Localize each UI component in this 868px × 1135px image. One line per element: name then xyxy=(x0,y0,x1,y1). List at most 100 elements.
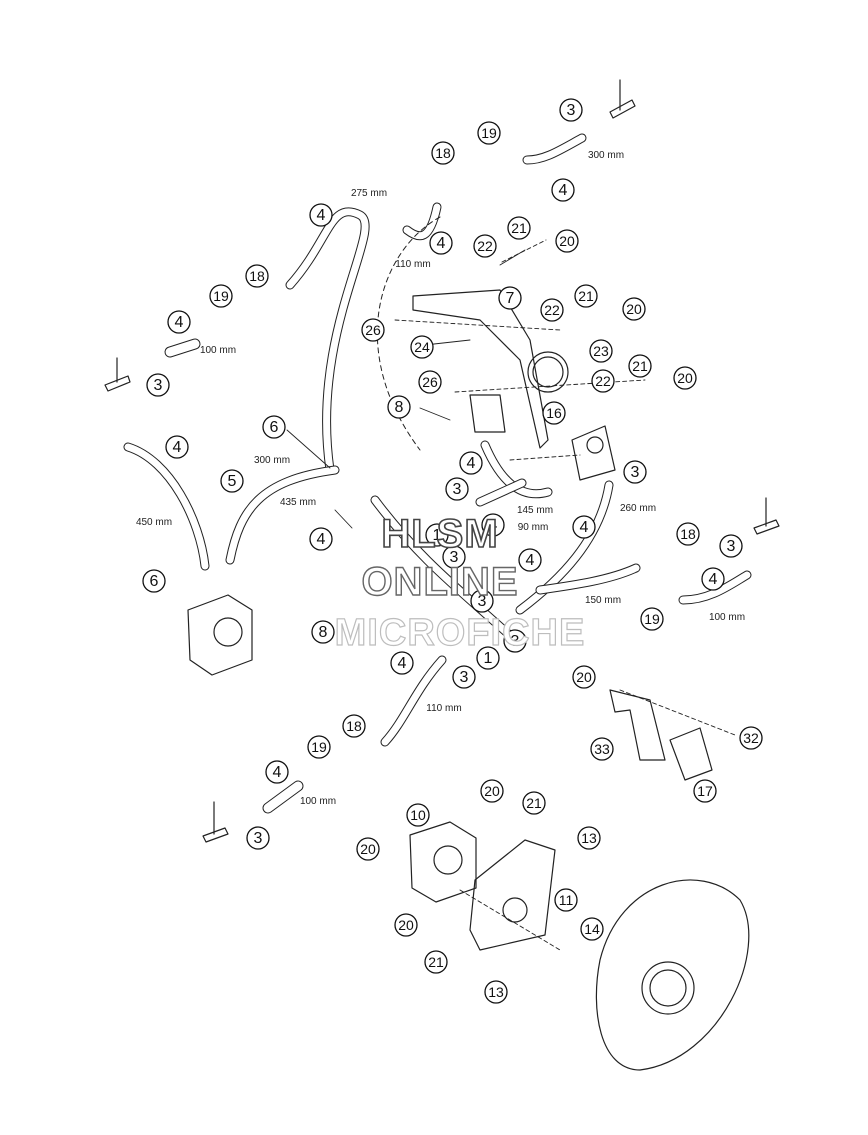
part-callout: 6 xyxy=(262,415,286,439)
callout-circle xyxy=(676,522,700,546)
part-callout: 4 xyxy=(459,451,483,475)
part-callout: 22 xyxy=(591,369,615,393)
callout-number: 19 xyxy=(481,125,497,141)
part-callout: 4 xyxy=(167,310,191,334)
callout-circle xyxy=(445,477,469,501)
part-callout: 19 xyxy=(477,121,501,145)
callout-number: 4 xyxy=(489,517,498,534)
callout-circle xyxy=(498,286,522,310)
callout-number: 20 xyxy=(398,917,414,933)
part-callout: 14 xyxy=(580,917,604,941)
part-callout: 4 xyxy=(390,651,414,675)
callout-circle xyxy=(476,646,500,670)
callout-circle xyxy=(577,826,601,850)
callout-circle xyxy=(503,629,527,653)
callout-circle xyxy=(425,523,449,547)
callout-circle xyxy=(591,369,615,393)
callout-number: 5 xyxy=(228,473,237,490)
part-callout: 22 xyxy=(473,234,497,258)
part-callout: 21 xyxy=(628,354,652,378)
callout-number: 33 xyxy=(594,741,610,757)
part-callout: 8 xyxy=(387,395,411,419)
callout-number: 3 xyxy=(631,464,640,481)
part-callout: 20 xyxy=(622,297,646,321)
callout-circle xyxy=(146,373,170,397)
callout-number: 8 xyxy=(319,624,328,641)
callout-circle xyxy=(507,216,531,240)
part-callout: 16 xyxy=(542,401,566,425)
callout-number: 4 xyxy=(437,235,446,252)
callout-circle xyxy=(265,760,289,784)
callout-number: 4 xyxy=(398,655,407,672)
callout-circle xyxy=(518,548,542,572)
callout-number: 24 xyxy=(414,339,430,355)
callout-number: 20 xyxy=(576,669,592,685)
part-callout: 3 xyxy=(445,477,469,501)
callout-number: 20 xyxy=(484,783,500,799)
part-callout: 20 xyxy=(356,837,380,861)
callout-number: 22 xyxy=(544,302,560,318)
hose-length-label: 450 mm xyxy=(136,517,172,528)
hose-length-label: 275 mm xyxy=(351,188,387,199)
callout-number: 13 xyxy=(581,830,597,846)
part-callout: 4 xyxy=(518,548,542,572)
callout-circle xyxy=(590,737,614,761)
callout-number: 13 xyxy=(488,984,504,1000)
callout-number: 3 xyxy=(511,633,520,650)
part-callout: 4 xyxy=(265,760,289,784)
callout-circle xyxy=(309,527,333,551)
callout-number: 4 xyxy=(273,764,282,781)
callout-number: 3 xyxy=(453,481,462,498)
hose-length-label: 435 mm xyxy=(280,497,316,508)
part-callout: 23 xyxy=(589,339,613,363)
part-callout: 4 xyxy=(165,435,189,459)
callout-circle xyxy=(542,401,566,425)
callout-number: 3 xyxy=(727,538,736,555)
part-callout: 5 xyxy=(220,469,244,493)
part-callout: 3 xyxy=(246,826,270,850)
part-callout: 13 xyxy=(577,826,601,850)
part-callout: 18 xyxy=(676,522,700,546)
part-callout: 20 xyxy=(394,913,418,937)
callout-number: 10 xyxy=(410,807,426,823)
hose-length-label: 150 mm xyxy=(585,595,621,606)
part-callout: 3 xyxy=(623,460,647,484)
callout-number: 8 xyxy=(395,399,404,416)
callout-number: 21 xyxy=(428,954,444,970)
part-callout: 8 xyxy=(311,620,335,644)
callout-number: 26 xyxy=(365,322,381,338)
part-callout: 3 xyxy=(719,534,743,558)
part-callout: 21 xyxy=(574,284,598,308)
callout-number: 1 xyxy=(433,527,442,544)
callout-number: 22 xyxy=(595,373,611,389)
hose-length-label: 145 mm xyxy=(517,505,553,516)
callout-circle xyxy=(551,178,575,202)
part-callout: 21 xyxy=(424,950,448,974)
part-callout: 22 xyxy=(540,298,564,322)
callout-number: 18 xyxy=(680,526,696,542)
callout-circle xyxy=(429,231,453,255)
callout-circle xyxy=(245,264,269,288)
part-callout: 13 xyxy=(484,980,508,1004)
callout-number: 4 xyxy=(173,439,182,456)
callout-circle xyxy=(165,435,189,459)
callout-number: 18 xyxy=(346,718,362,734)
callout-circle xyxy=(424,950,448,974)
part-callout: 20 xyxy=(480,779,504,803)
callout-circle xyxy=(555,229,579,253)
callout-circle xyxy=(739,726,763,750)
hose-length-label: 110 mm xyxy=(426,703,461,714)
part-callout: 26 xyxy=(418,370,442,394)
callout-circle xyxy=(628,354,652,378)
part-callout: 1 xyxy=(425,523,449,547)
callout-circle xyxy=(309,203,333,227)
callout-number: 4 xyxy=(467,455,476,472)
callout-number: 16 xyxy=(546,405,562,421)
callout-circle xyxy=(220,469,244,493)
callout-number: 3 xyxy=(254,830,263,847)
callout-circle xyxy=(574,284,598,308)
callout-circle xyxy=(623,460,647,484)
callout-circle xyxy=(559,98,583,122)
callout-number: 21 xyxy=(578,288,594,304)
hose-length-label: 90 mm xyxy=(518,522,549,533)
